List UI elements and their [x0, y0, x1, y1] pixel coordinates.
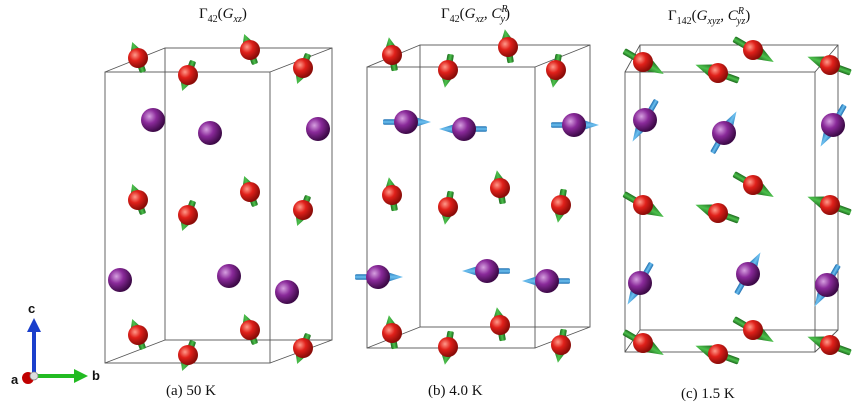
arrow-head	[386, 271, 403, 283]
red-atom	[293, 58, 313, 78]
purple-atom	[712, 121, 736, 145]
red-atom	[240, 320, 260, 340]
purple-atom	[821, 113, 845, 137]
arrow-head	[439, 123, 456, 135]
purple-atom	[535, 269, 559, 293]
purple-atom	[633, 108, 657, 132]
arrow-head	[462, 265, 479, 277]
panel-a-title: Γ42(Gxz)	[199, 6, 247, 25]
purple-atom	[108, 268, 132, 292]
red-atom	[240, 182, 260, 202]
red-atom	[128, 190, 148, 210]
red-atom	[633, 52, 653, 72]
panel-a-caption: (a) 50 K	[166, 383, 216, 399]
red-atom	[743, 40, 763, 60]
purple-atom	[141, 108, 165, 132]
purple-atom	[736, 262, 760, 286]
purple-atom	[306, 117, 330, 141]
axis-c-head	[27, 318, 41, 332]
red-atom	[551, 335, 571, 355]
red-atom	[178, 65, 198, 85]
red-atom	[178, 345, 198, 365]
red-atom	[743, 175, 763, 195]
arrow-head	[582, 119, 599, 131]
panel-b-caption: (b) 4.0 K	[428, 383, 483, 399]
red-atom	[128, 48, 148, 68]
red-atom	[438, 197, 458, 217]
red-atom	[178, 205, 198, 225]
arrow-head	[414, 116, 431, 128]
red-atom	[743, 320, 763, 340]
purple-atom	[815, 273, 839, 297]
purple-atom	[366, 265, 390, 289]
red-atom	[382, 45, 402, 65]
axis-b-head	[74, 369, 88, 383]
purple-atom	[452, 117, 476, 141]
purple-atom	[562, 113, 586, 137]
arrow-head	[522, 275, 539, 287]
axis-a-label: a	[11, 372, 19, 387]
red-atom	[490, 178, 510, 198]
red-atom	[820, 335, 840, 355]
red-atom	[551, 195, 571, 215]
panel-c-caption: (c) 1.5 K	[681, 386, 735, 402]
red-atom	[708, 63, 728, 83]
axis-triad	[22, 318, 88, 384]
red-atom	[293, 338, 313, 358]
cell-edge	[104, 339, 166, 364]
purple-atom	[275, 280, 299, 304]
panel-c-title: Γ142(Gxyz, CRyz)	[668, 6, 751, 27]
axis-c-label: c	[28, 301, 36, 316]
red-atom	[820, 195, 840, 215]
purple-atom	[198, 121, 222, 145]
axis-b-label: b	[92, 368, 100, 383]
red-atom	[708, 203, 728, 223]
red-atom	[820, 55, 840, 75]
panel-b-title: Γ42(Gxz, CRy)	[441, 4, 510, 25]
red-atom	[128, 325, 148, 345]
unit-cell-c	[624, 44, 839, 353]
red-atom	[490, 315, 510, 335]
red-atom	[708, 344, 728, 364]
purple-atom	[217, 264, 241, 288]
red-atom	[382, 185, 402, 205]
red-atom	[438, 337, 458, 357]
purple-atom	[475, 259, 499, 283]
red-atom	[633, 333, 653, 353]
axis-origin	[29, 371, 39, 381]
cell-edge	[534, 44, 591, 68]
red-atom	[382, 323, 402, 343]
red-atom	[438, 60, 458, 80]
cell-edge	[624, 329, 641, 353]
red-atom	[293, 200, 313, 220]
red-atom	[498, 37, 518, 57]
purple-atom	[394, 110, 418, 134]
red-atom	[633, 195, 653, 215]
purple-atom	[628, 271, 652, 295]
red-atom	[240, 40, 260, 60]
red-atom	[546, 60, 566, 80]
